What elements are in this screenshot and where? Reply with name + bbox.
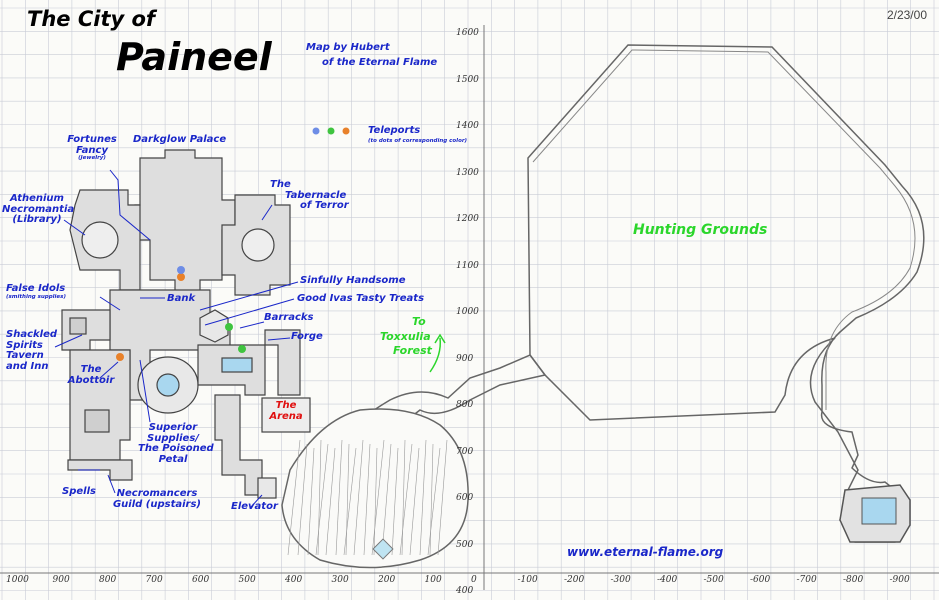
- x-tick-label: -400: [657, 575, 678, 585]
- x-tick-label: 500: [238, 575, 256, 585]
- x-tick-label: -600: [750, 575, 771, 585]
- y-tick-label: 1100: [456, 260, 479, 271]
- x-tick-label: -500: [703, 575, 724, 585]
- y-tick-label: 700: [456, 446, 474, 457]
- website-label: www.eternal-flame.org: [567, 545, 724, 559]
- y-tick-label: 500: [456, 539, 474, 550]
- label-shackled-spirits: Shackled Spirits Tavern and Inn: [6, 329, 58, 372]
- date-label: 2/23/00: [886, 8, 927, 22]
- teleport-dot-blue-palace: [177, 266, 185, 274]
- y-tick-label: 1600: [456, 28, 479, 38]
- teleport-dot-blue: [312, 127, 320, 135]
- y-tick-label: 800: [456, 400, 474, 410]
- x-tick-label: 400: [285, 575, 303, 585]
- teleports-note: (to dots of corresponding color): [368, 138, 468, 144]
- x-tick-label: -300: [610, 575, 631, 585]
- label-sinfully-handsome: Sinfully Handsome: [300, 275, 406, 286]
- hunting-inner-line: [532, 49, 916, 410]
- label-fortunes: Fortunes Fancy (Jewelry): [67, 134, 117, 161]
- x-tick-label: 0: [471, 575, 477, 585]
- y-tick-label: 1400: [456, 121, 479, 131]
- x-tick-label: -900: [889, 575, 910, 585]
- lake-hatching: [287, 439, 448, 556]
- x-tick-label: -700: [796, 575, 817, 585]
- y-tick-label: 1300: [456, 167, 479, 178]
- hunting-grounds-outline: [527, 44, 925, 543]
- y-tick-label: 1200: [456, 214, 479, 224]
- toxxulia-arrow: [429, 337, 442, 373]
- x-tick-label: 700: [145, 575, 163, 585]
- teleports-label: Teleports: [368, 125, 421, 136]
- teleport-dot-orange-city: [177, 273, 185, 281]
- x-tick-label: 1000: [6, 575, 29, 585]
- label-arena: The Arena: [269, 400, 303, 422]
- toxxulia-arrow-head: [434, 333, 446, 344]
- y-tick-label: 900: [456, 353, 474, 364]
- x-tick-label: -200: [564, 575, 585, 585]
- lake-pool: [372, 538, 394, 560]
- label-elevator: Elevator: [231, 501, 278, 512]
- label-forge: Forge: [291, 331, 323, 342]
- label-bank: Bank: [167, 293, 196, 304]
- lake: [281, 408, 469, 569]
- x-tick-label: 300: [331, 575, 349, 585]
- y-tick-label: 400: [456, 586, 474, 596]
- east-pool: [861, 497, 897, 525]
- x-tick-label: -100: [517, 575, 538, 585]
- label-athenium: Athenium Necromantia (Library): [2, 193, 75, 225]
- label-superior-supplies: Superior Supplies/ The Poisoned Petal: [138, 422, 214, 465]
- credit-line-1: Map by Hubert: [306, 42, 390, 53]
- x-tick-label: 900: [52, 575, 70, 585]
- label-hunting-grounds: Hunting Grounds: [633, 222, 768, 238]
- teleport-dot-orange: [342, 127, 350, 135]
- label-necromancers-guild: Necromancers Guild (upstairs): [112, 488, 202, 510]
- y-tick-label: 1000: [456, 307, 479, 317]
- label-toxxulia-forest: To Toxxulia Forest: [380, 315, 432, 358]
- x-tick-label: 100: [424, 575, 442, 585]
- y-tick-label: 1500: [456, 74, 479, 85]
- teleport-dot-orange-abottoir: [116, 353, 124, 361]
- x-tick-label: -800: [843, 575, 864, 585]
- teleport-dot-green: [327, 127, 335, 135]
- x-tick-label: 200: [378, 575, 396, 585]
- city-buildings: [61, 149, 311, 499]
- x-tick-label: 800: [99, 575, 117, 585]
- label-good-ivas: Good Ivas Tasty Treats: [297, 293, 425, 304]
- teleport-dot-green-barracks: [225, 323, 233, 331]
- x-tick-label: 600: [192, 575, 210, 585]
- leader-lines: [54, 169, 299, 509]
- title-line-2: Paineel: [116, 35, 272, 79]
- credit-line-2: of the Eternal Flame: [322, 57, 438, 68]
- label-darkglow-palace: Darkglow Palace: [133, 134, 227, 145]
- axis-lines: [0, 25, 939, 590]
- title-line-1: The City of: [27, 7, 156, 31]
- y-tick-label: 600: [456, 493, 474, 503]
- label-tabernacle: The Tabernacle of Terror: [270, 179, 349, 211]
- teleport-dot-green-plaza: [238, 345, 246, 353]
- label-spells: Spells: [62, 486, 96, 497]
- label-false-idols: False Idols (smithing supplies): [6, 283, 66, 300]
- label-barracks: Barracks: [264, 312, 314, 323]
- label-abottoir: The Abottoir: [67, 364, 115, 386]
